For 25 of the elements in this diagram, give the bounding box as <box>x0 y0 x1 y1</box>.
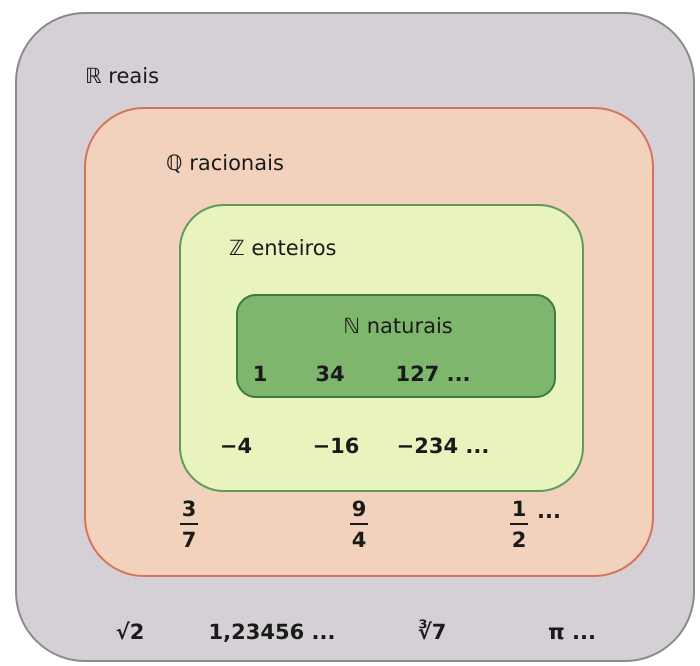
number-example: ∛7 <box>418 620 446 644</box>
number-example: −234 ... <box>396 434 490 458</box>
number-example: 1,23456 ... <box>208 620 336 644</box>
number-example: 4 <box>352 528 366 552</box>
number-example: 1 <box>512 497 526 521</box>
number-example: 127 ... <box>395 362 471 386</box>
number-example: ... <box>537 499 561 523</box>
number-example: 3 <box>182 497 196 521</box>
number-example: 34 <box>315 362 345 386</box>
number-example: 2 <box>512 528 526 552</box>
set-region <box>15 12 695 662</box>
set-heading: ℤ enteiros <box>229 236 336 260</box>
set-region <box>236 294 556 398</box>
number-example: −4 <box>220 434 252 458</box>
number-example: √2 <box>116 620 144 644</box>
set-region <box>84 107 654 577</box>
number-example: 7 <box>182 528 196 552</box>
set-heading: ℕ naturais <box>343 314 453 338</box>
number-example: 9 <box>352 497 366 521</box>
set-heading: ℝ reais <box>85 64 160 88</box>
number-example: 1 <box>252 362 268 386</box>
set-region <box>179 204 584 492</box>
set-heading: ℚ racionais <box>166 151 284 175</box>
number-example: π ... <box>548 620 596 644</box>
number-example: −16 <box>312 434 360 458</box>
